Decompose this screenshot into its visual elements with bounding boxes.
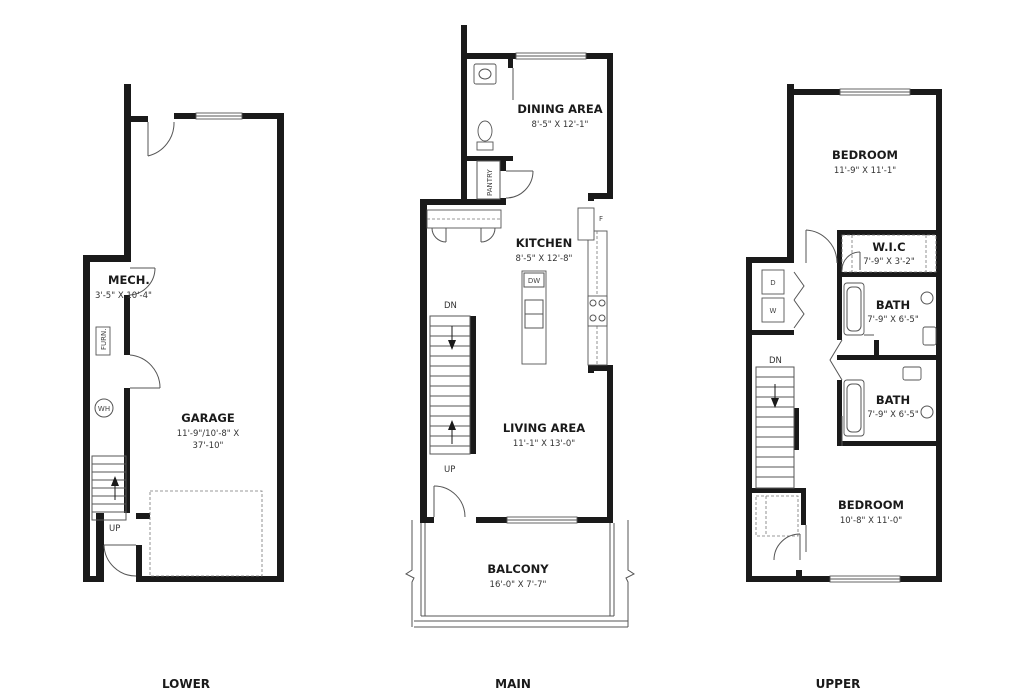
- garage-name: GARAGE: [181, 411, 235, 425]
- upper-floor-plan: D W: [746, 84, 942, 691]
- mech-door: [129, 267, 156, 296]
- lower-floor-title: LOWER: [162, 677, 210, 691]
- water-heater: [94, 398, 114, 418]
- bedroom1-dims: 11'-9" X 11'-1": [834, 166, 896, 176]
- balcony-outline: [405, 520, 635, 628]
- living-area-name: LIVING AREA: [503, 421, 585, 435]
- stove: [587, 295, 608, 327]
- main-stair-up-label: UP: [444, 465, 455, 475]
- main-floor-title: MAIN: [495, 677, 531, 691]
- bedroom1-name: BEDROOM: [832, 148, 898, 162]
- bath1-door: [829, 339, 843, 381]
- dishwasher: [523, 272, 545, 288]
- powder-toilet-tank: [476, 141, 494, 151]
- balcony-dims: 16'-0" X 7'-7": [490, 580, 547, 590]
- wic-name: W.I.C: [872, 240, 905, 254]
- fridge-label: F: [599, 215, 603, 223]
- bath1-sink: [920, 291, 934, 305]
- bath2-name: BATH: [876, 393, 910, 407]
- wic-door: [841, 251, 861, 271]
- main-floor-plan: PANTRY F DW: [405, 25, 635, 691]
- bath2-tub: [843, 379, 865, 437]
- dryer-label: D: [770, 279, 775, 287]
- powder-sink: [473, 63, 497, 85]
- main-entry-door: [433, 485, 466, 518]
- balcony-name: BALCONY: [487, 562, 549, 576]
- furnace: [95, 326, 111, 356]
- upper-stairs: [755, 366, 795, 489]
- bath2-door: [841, 416, 843, 446]
- living-area-dims: 11'-1" X 13'-0": [513, 439, 575, 449]
- bedroom2-name: BEDROOM: [838, 498, 904, 512]
- cabinet-doors: [431, 227, 496, 243]
- garage-interior-door: [129, 354, 161, 389]
- bath1-name: BATH: [876, 298, 910, 312]
- pantry: [476, 160, 501, 200]
- main-stairs: [429, 315, 471, 455]
- washer-label: W: [770, 307, 777, 315]
- powder-door: [512, 68, 514, 100]
- upper-floor-title: UPPER: [816, 677, 861, 691]
- dining-area-dims: 8'-5" X 12'-1": [532, 120, 589, 130]
- wic-dims: 7'-9" X 3'-2": [863, 257, 915, 267]
- bedroom1-door: [805, 229, 838, 264]
- stair-up-arrow-icon: [448, 420, 456, 430]
- bath2-dims: 7'-9" X 6'-5": [867, 410, 919, 420]
- bath1-toilet: [922, 326, 937, 346]
- upper-stair-down-label: DN: [769, 356, 782, 366]
- dishwasher-label: DW: [528, 277, 540, 285]
- garage-door-outline: [149, 490, 263, 577]
- mech-room-name: MECH.: [108, 273, 150, 287]
- bath1-dims: 7'-9" X 6'-5": [867, 315, 919, 325]
- bath2-toilet: [902, 366, 922, 381]
- water-heater-label: WH: [98, 405, 110, 413]
- pantry-label: PANTRY: [486, 169, 494, 196]
- lower-bottom-door: [103, 544, 137, 577]
- lower-floor-plan: FURN. WH MECH. 3'-5" X 10'-4" GARAGE 11'…: [83, 84, 284, 691]
- bath2-sink: [920, 405, 934, 419]
- dryer: [761, 269, 785, 295]
- powder-toilet: [477, 120, 493, 142]
- mech-room-dims: 3'-5" X 10'-4": [95, 291, 152, 301]
- bath1-tub: [843, 282, 865, 336]
- lower-entry-door: [147, 121, 175, 157]
- washer: [761, 297, 785, 323]
- kitchen-name: KITCHEN: [516, 236, 573, 250]
- wic-shelving: [841, 234, 937, 273]
- garage-dims-line2: 37'-10": [193, 441, 224, 451]
- dining-area-name: DINING AREA: [517, 102, 602, 116]
- stair-down-arrow-icon: [448, 340, 456, 350]
- furnace-label: FURN.: [100, 329, 108, 350]
- stair-up-arrow-icon: [111, 476, 119, 486]
- kitchen-dims: 8'-5" X 12'-8": [516, 254, 573, 264]
- lower-stair-up-label: UP: [109, 524, 120, 534]
- garage-dims-line1: 11'-9"/10'-8" X: [177, 429, 240, 439]
- fridge: [577, 207, 595, 241]
- main-stair-down-label: DN: [444, 301, 457, 311]
- pantry-door: [505, 170, 534, 199]
- linen-closet: [755, 495, 799, 537]
- stair-down-arrow-icon: [771, 398, 779, 408]
- laundry-bifold-doors: [793, 271, 805, 329]
- bedroom2-door: [773, 525, 807, 561]
- lower-stairs: [91, 455, 127, 521]
- bedroom2-dims: 10'-8" X 11'-0": [840, 516, 902, 526]
- lower-walls: [83, 84, 284, 582]
